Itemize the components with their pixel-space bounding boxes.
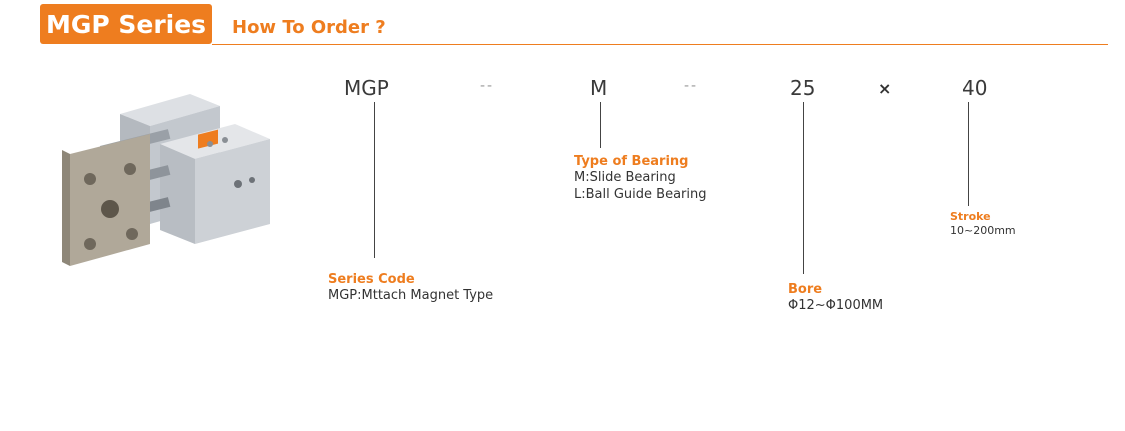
port-hole [207,141,213,147]
code-separator: -- [684,78,699,94]
code-series: MGP [344,76,389,100]
note-bore: Bore Φ12~Φ100MM [788,282,883,315]
note-title: Type of Bearing [574,154,689,169]
plate-hole [84,238,96,250]
series-badge: MGP Series [40,4,212,44]
note-line: M:Slide Bearing [574,170,676,186]
code-separator: -- [480,78,495,94]
plate-hole [126,228,138,240]
code-bore: 25 [790,76,816,100]
plate-hole [124,163,136,175]
cylinder-front-side [160,144,195,244]
note-line: Φ12~Φ100MM [788,298,884,314]
note-line: L:Ball Guide Bearing [574,186,707,202]
plate-hole [84,173,96,185]
note-series-code: Series Code MGP:Mttach Magnet Type [328,272,493,305]
code-times: × [878,79,892,98]
end-plate-edge [62,150,70,266]
note-type-of-bearing: Type of Bearing M:Slide Bearing L:Ball G… [574,154,707,203]
note-stroke: Stroke 10~200mm [950,210,1016,238]
cutoff-text-fragment: ‾ ‾ ‾ ‾ ‾ ‾ ‾ ‾ ‾ ‾ ‾ [746,0,833,7]
port-hole [234,180,242,188]
cylinder-body-top [120,94,220,126]
note-title: Series Code [328,272,415,287]
cylinder-front-face [195,139,270,244]
leader-series [374,102,375,258]
leader-bearing [600,102,601,148]
code-stroke: 40 [962,76,988,100]
leader-bore [803,102,804,274]
plate-hole [101,200,119,218]
code-bearing: M [590,76,608,100]
note-line: MGP:Mttach Magnet Type [328,288,494,304]
port-hole [249,177,255,183]
leader-stroke [968,102,969,206]
product-image [62,94,270,266]
how-to-order-title: How To Order ? [232,17,386,38]
note-line: 10~200mm [950,223,1016,237]
port-hole [222,137,228,143]
header-divider [212,44,1108,45]
product-label [198,129,218,149]
cutoff-text-fragment: ‾ ‾ ‾ ‾ ‾ ‾ ‾ ‾ [1010,0,1073,7]
note-title: Stroke [950,210,991,223]
note-title: Bore [788,282,823,297]
